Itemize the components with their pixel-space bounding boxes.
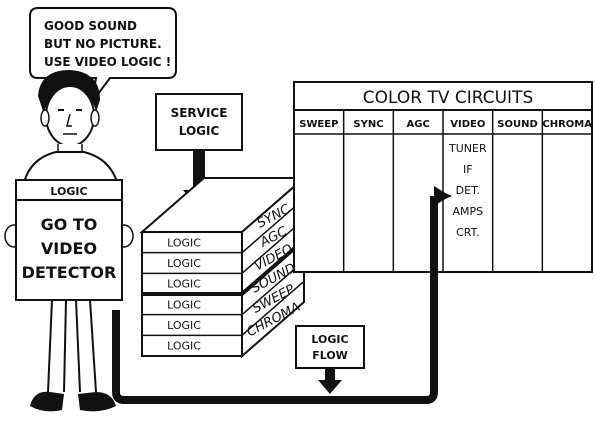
logic-flow-line-2: FLOW: [312, 349, 348, 362]
color-tv-circuits-table: COLOR TV CIRCUITS SWEEP SYNC AGC VIDEO SOUND…: [294, 82, 592, 272]
video-item: TUNER: [448, 142, 487, 155]
video-item: CRT.: [456, 226, 479, 239]
table-column-header: SWEEP: [299, 119, 338, 130]
video-item: AMPS: [453, 205, 484, 218]
block-front-label: LOGIC: [167, 340, 201, 353]
logic-flow-line-1: LOGIC: [311, 333, 348, 346]
video-item: IF: [463, 163, 473, 176]
video-item: DET.: [456, 184, 480, 197]
block-front-label: LOGIC: [167, 257, 201, 270]
block-front-label: LOGIC: [167, 236, 201, 249]
table-column-header: SOUND: [497, 119, 538, 130]
sign-header: LOGIC: [50, 185, 87, 198]
block-front-label: LOGIC: [167, 298, 201, 311]
block-front-label: LOGIC: [167, 278, 201, 291]
table-column-header: AGC: [407, 119, 430, 130]
logic-block-stack: LOGICSYNCLOGICAGCLOGICVIDEOLOGICSOUNDLOG…: [142, 178, 304, 356]
speech-line-1: GOOD SOUND: [44, 19, 137, 33]
table-column-header: CHROMA: [542, 119, 592, 130]
table-column-header: VIDEO: [450, 119, 485, 130]
logic-flow-arrow: [318, 368, 342, 394]
block-front-label: LOGIC: [167, 319, 201, 332]
table-title: COLOR TV CIRCUITS: [363, 88, 533, 108]
sign-line-1: GO TO: [41, 215, 98, 234]
sign-line-3: DETECTOR: [22, 263, 117, 282]
service-logic-line-2: LOGIC: [179, 124, 220, 138]
speech-line-3: USE VIDEO LOGIC !: [44, 55, 171, 69]
service-logic-box: SERVICE LOGIC: [156, 94, 242, 150]
service-logic-line-1: SERVICE: [171, 106, 228, 120]
logic-flow-box: LOGIC FLOW: [296, 326, 364, 368]
logic-sign: LOGIC GO TO VIDEO DETECTOR: [16, 180, 122, 300]
speech-line-2: BUT NO PICTURE.: [44, 37, 162, 51]
sign-line-2: VIDEO: [41, 239, 97, 258]
table-column-header: SYNC: [353, 119, 383, 130]
